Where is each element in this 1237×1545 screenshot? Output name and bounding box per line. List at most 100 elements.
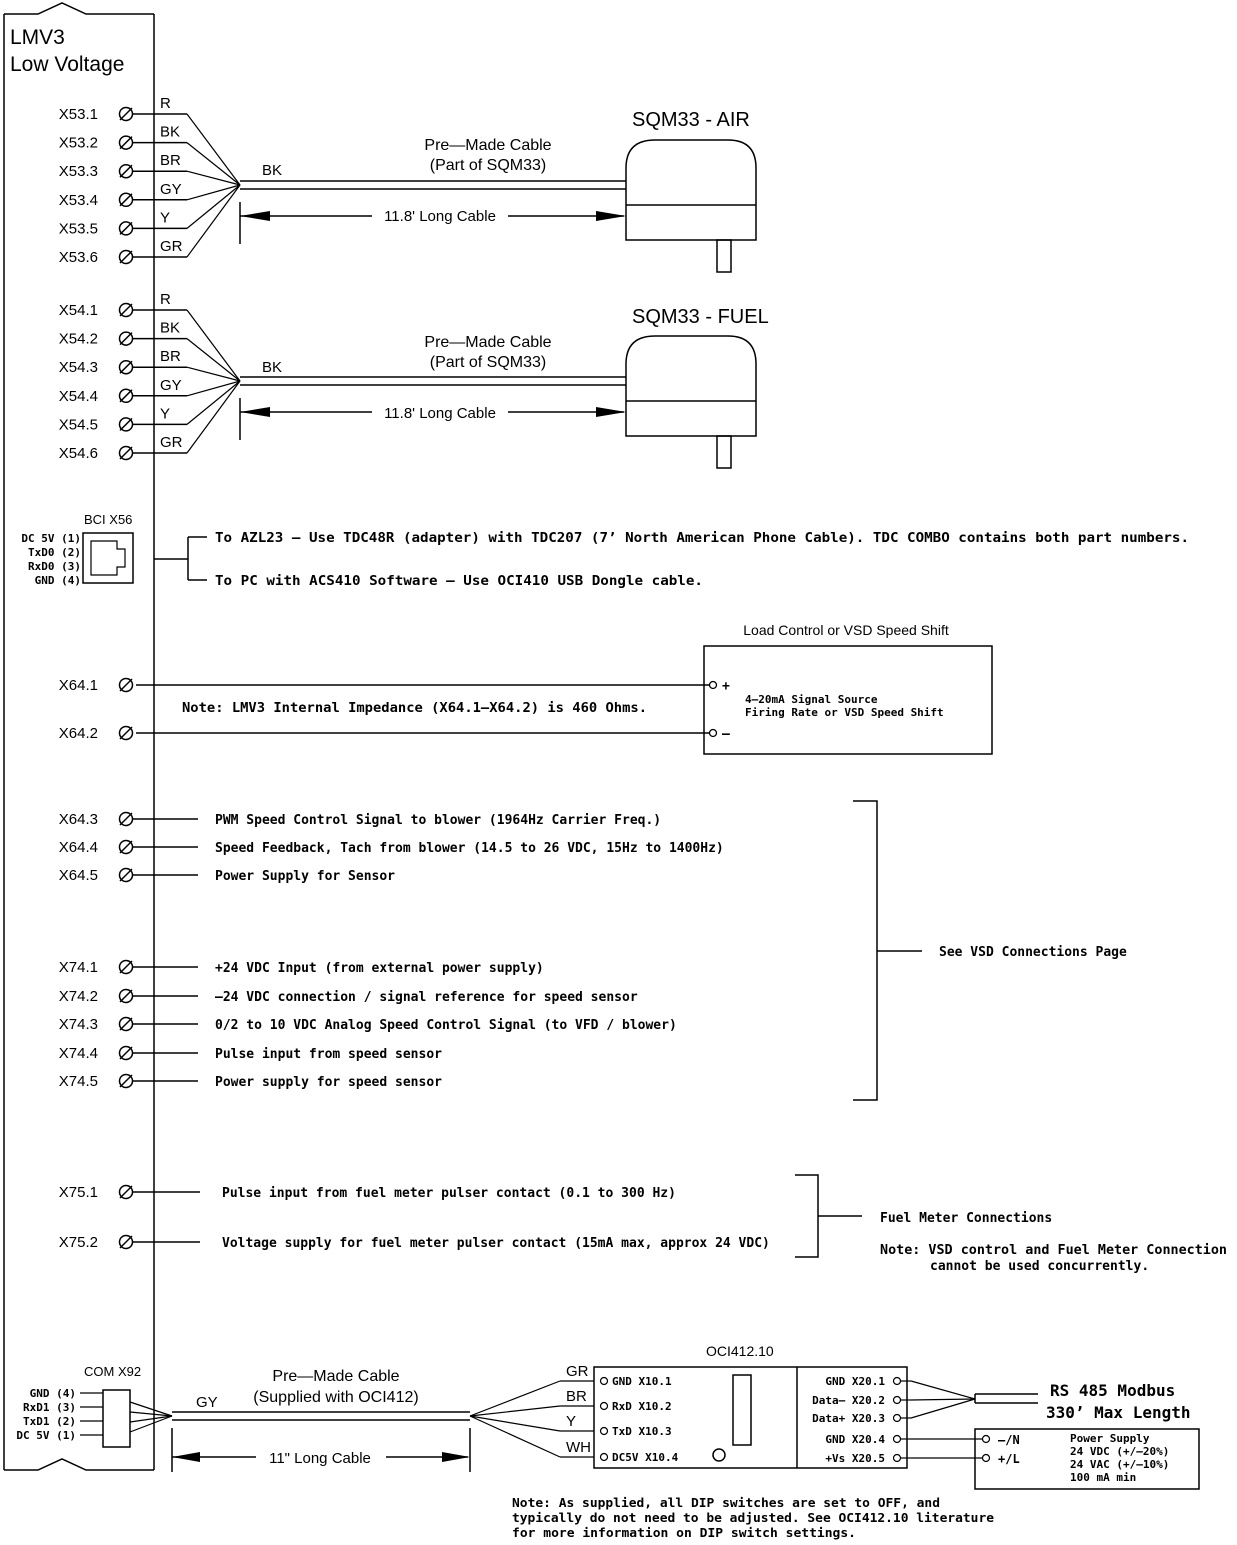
oci-terminal-point [599, 1452, 609, 1462]
air-wire-fan [186, 184, 241, 258]
oci-left-terminal-label: DC5V X10.4 [612, 1451, 679, 1464]
fuel-wire-fan [186, 380, 241, 425]
dip-note-1: Note: As supplied, all DIP switches are … [512, 1496, 940, 1510]
rs485-label-1: RS 485 Modbus [1050, 1381, 1175, 1400]
air-wire-color: GY [160, 181, 182, 198]
fuel_meter-terminal-label: X75.2 [59, 1234, 98, 1251]
vsd-terminal-label: X74.2 [59, 988, 98, 1005]
fuel-terminal-symbol [118, 302, 134, 318]
oci-terminal-point [892, 1434, 902, 1444]
air-terminal-symbol [118, 106, 134, 122]
load-plus-label: + [722, 679, 730, 694]
com-title: COM X92 [84, 1364, 141, 1379]
com-cable-label-1: Pre—Made Cable [272, 1368, 399, 1385]
fuel-wire-fan [186, 380, 241, 397]
oci-terminal-point [599, 1376, 609, 1386]
vsd-description: Speed Feedback, Tach from blower (14.5 t… [215, 841, 724, 856]
fuel-wire-fan [186, 309, 241, 382]
fuel-terminal-symbol [118, 331, 134, 346]
vsd-terminal-symbol [118, 867, 134, 883]
vsd-terminal-label: X64.5 [59, 867, 98, 884]
fuel-terminal-symbol [118, 445, 134, 461]
fuel-meter-note-1: Note: VSD control and Fuel Meter Connect… [880, 1243, 1227, 1258]
oci-wire-color: WH [566, 1439, 591, 1456]
fuel_meter-terminal-label: X75.1 [59, 1184, 98, 1201]
air-terminal-label: X53.6 [59, 249, 98, 266]
fuel-terminal-label: X54.3 [59, 359, 98, 376]
oci-dip-switch [732, 1374, 752, 1446]
air-terminal-symbol [118, 249, 134, 265]
fuel_meter-terminal-symbol [118, 1184, 134, 1200]
fuel-terminal-symbol [118, 417, 134, 432]
power-supply-box [974, 1428, 1200, 1490]
com-pin-1: GND (4) [30, 1387, 76, 1400]
air-terminal-symbol [118, 163, 134, 179]
oci-left-terminal-label: RxD X10.2 [612, 1400, 672, 1413]
load-source-title: Load Control or VSD Speed Shift [743, 622, 949, 638]
oci-wire-color: BR [566, 1388, 587, 1405]
ps-terminal-pos: +/L [998, 1452, 1020, 1466]
air-wire-fan [186, 184, 241, 229]
oci-terminal-point [892, 1376, 902, 1386]
oci-terminal-point [892, 1413, 902, 1423]
fuel-wire-fan [186, 380, 241, 454]
fuel-terminal-label: X54.2 [59, 331, 98, 348]
vsd-description: Power Supply for Sensor [215, 869, 395, 884]
load-terminal-symbol [118, 725, 134, 741]
vsd-terminal-label: X74.3 [59, 1016, 98, 1033]
ps-line-3: 24 VAC (+/—10%) [1070, 1458, 1169, 1471]
fuel-wire-fan [186, 366, 241, 382]
rs485-fan [910, 1380, 976, 1419]
fuel-cable-color: BK [262, 359, 282, 376]
vsd-description: 0/2 to 10 VDC Analog Speed Control Signa… [215, 1018, 677, 1033]
com-cable-label-2: (Supplied with OCI412) [253, 1389, 418, 1406]
oci-terminal-point [892, 1395, 902, 1405]
vsd-description: PWM Speed Control Signal to blower (1964… [215, 813, 661, 828]
oci-wire-color: GR [566, 1363, 589, 1380]
bci-x56-group: BCI X56 DC 5V (1) TxD0 (2) RxD0 (3) GND … [21, 512, 1189, 589]
ps-line-2: 24 VDC (+/—20%) [1070, 1445, 1169, 1458]
vsd-description: Power supply for speed sensor [215, 1075, 442, 1090]
com-pin-2: RxD1 (3) [23, 1401, 76, 1414]
panel-subtitle: Low Voltage [10, 53, 124, 76]
load-source-box [703, 645, 993, 755]
com-port-icon [102, 1389, 131, 1448]
bci-pin-3: RxD0 (3) [28, 560, 81, 573]
oci-terminal-point [892, 1453, 902, 1463]
air-actuator-title: SQM33 - AIR [632, 109, 750, 131]
fuel-terminal-label: X54.1 [59, 302, 98, 319]
vsd-terminal-list: X64.3 PWM Speed Control Signal to blower … [59, 811, 724, 1090]
air-cable-label-2: (Part of SQM33) [430, 157, 546, 174]
fuel-wire-fan [186, 338, 241, 382]
vsd-bracket-label: See VSD Connections Page [939, 945, 1127, 960]
oci-title: OCI412.10 [706, 1343, 774, 1359]
panel-title: LMV3 [10, 26, 65, 49]
sqm33-fuel-group: X54.1RX54.2BKX54.3BRX54.4GYX54.5YX54.6GR… [59, 291, 769, 469]
oci-left-terminal-label: TxD X10.3 [612, 1425, 672, 1438]
air-wire-fan [186, 184, 241, 201]
com-cable-color: GY [196, 1394, 218, 1411]
load-source-line-1: 4—20mA Signal Source [745, 693, 878, 706]
fuel-wire-color: GY [160, 377, 182, 394]
air-wire-fan [186, 170, 241, 186]
air-cable-label-1: Pre—Made Cable [424, 137, 551, 154]
load-terminal-label: X64.2 [59, 725, 98, 742]
vsd-terminal-symbol [118, 839, 134, 855]
vsd-terminal-label: X74.5 [59, 1073, 98, 1090]
vsd-terminal-label: X64.3 [59, 811, 98, 828]
air-cable-color: BK [262, 162, 282, 179]
load-minus-label: – [722, 727, 730, 742]
bci-note-azl23: To AZL23 — Use TDC48R (adapter) with TDC… [215, 531, 1189, 546]
fuel-actuator-icon [625, 335, 757, 469]
bci-pin-4: GND (4) [35, 574, 81, 587]
bci-pin-2: TxD0 (2) [28, 546, 81, 559]
vsd-description: +24 VDC Input (from external power suppl… [215, 961, 544, 976]
oci-led-indicator [712, 1448, 726, 1462]
fuel-meter-note-2: cannot be used concurrently. [930, 1259, 1149, 1274]
load-terminal-label: X64.1 [59, 677, 98, 694]
